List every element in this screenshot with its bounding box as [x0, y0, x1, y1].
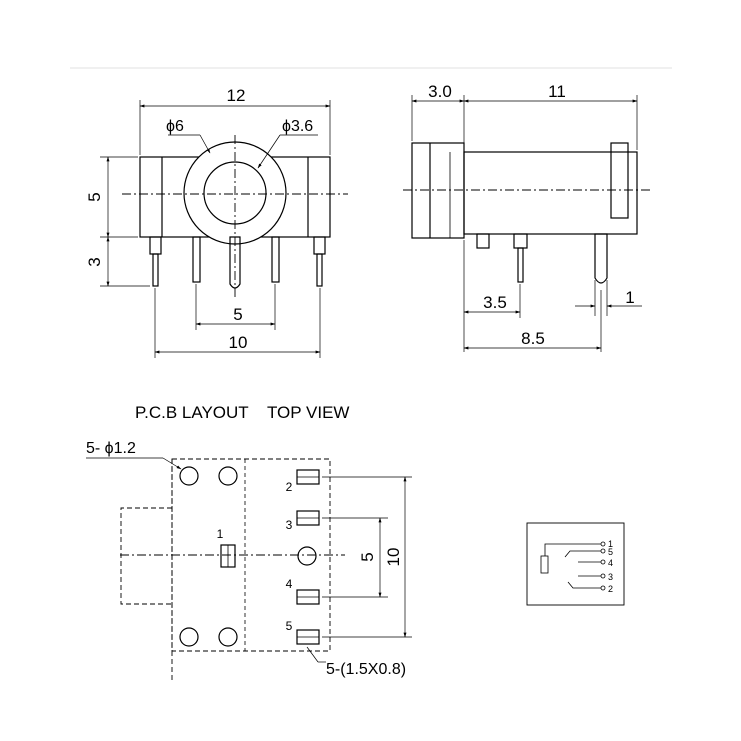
schematic-frame — [526, 522, 625, 606]
holes-label: 5- ϕ1.2 — [86, 440, 136, 457]
side-flange — [411, 142, 465, 239]
pcb-title: P.C.B LAYOUT TOP VIEW — [135, 403, 349, 422]
pin — [229, 236, 241, 289]
mount-hole — [179, 466, 199, 486]
schematic-pin-2: 2 — [608, 584, 613, 594]
schematic-terminal — [600, 548, 606, 554]
dim-phi6: ϕ6 — [166, 118, 184, 135]
pin — [316, 253, 323, 287]
schematic-terminal — [600, 541, 606, 547]
schematic-symbol: 1 5 4 3 2 — [526, 522, 625, 606]
front-view: 12 ϕ6 ϕ3.6 5 3 5 10 — [85, 86, 348, 358]
schematic-terminal — [600, 585, 606, 591]
mount-hole — [297, 546, 317, 566]
pin-label-4: 4 — [286, 577, 293, 591]
dim-11: 11 — [548, 82, 566, 101]
dim-pin-span-10: 10 — [229, 333, 248, 352]
pin-label-3: 3 — [286, 518, 293, 532]
schematic-pin-4: 4 — [608, 558, 613, 568]
dim-8-5: 8.5 — [521, 329, 545, 348]
pcb-dim-5: 5 — [358, 552, 377, 561]
pin — [152, 253, 159, 287]
schematic-terminal — [600, 559, 606, 565]
dim-3-0: 3.0 — [428, 82, 452, 101]
side-body — [463, 151, 638, 235]
pads-label: 5-(1.5X0.8) — [326, 661, 406, 678]
pin — [192, 236, 201, 283]
dim-3-5: 3.5 — [483, 293, 507, 312]
dim-1: 1 — [625, 288, 634, 307]
mount-hole — [218, 627, 238, 647]
pcb-dim-10: 10 — [384, 548, 403, 567]
schematic-pin-1: 1 — [608, 539, 613, 549]
side-pin — [517, 247, 524, 283]
pin-label-2: 2 — [286, 480, 293, 494]
mount-hole — [218, 466, 238, 486]
side-clip — [610, 142, 629, 219]
mount-hole — [179, 627, 199, 647]
schematic-terminal — [600, 573, 606, 579]
pcb-layout: P.C.B LAYOUT TOP VIEW 5- ϕ1.2 1 2 3 4 — [86, 403, 412, 680]
schematic-pin-3: 3 — [608, 572, 613, 582]
dim-phi3-6: ϕ3.6 — [282, 118, 313, 135]
dim-12: 12 — [227, 86, 246, 105]
side-view: 3.0 11 3.5 8.5 1 — [403, 82, 650, 352]
side-pin — [594, 233, 608, 284]
schematic-pin-5: 5 — [608, 547, 613, 557]
dim-pin-span-5: 5 — [233, 305, 242, 324]
pin-label-1: 1 — [217, 527, 224, 541]
dim-5-vertical: 5 — [85, 192, 104, 201]
pin-label-5: 5 — [286, 619, 293, 633]
schematic-jack — [540, 555, 549, 574]
dim-3-vertical: 3 — [85, 257, 104, 266]
pin — [271, 236, 280, 283]
